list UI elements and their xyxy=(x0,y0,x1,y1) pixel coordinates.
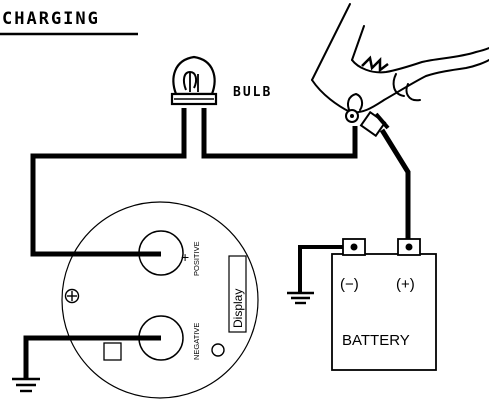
hand-icon xyxy=(311,3,489,114)
display-window xyxy=(228,255,247,333)
negative-label: NEGATIVE xyxy=(192,323,201,360)
battery-positive-terminal: (+) xyxy=(396,276,415,293)
square-pad xyxy=(103,342,122,361)
bulb-label: BULB xyxy=(233,85,272,100)
display-label: Display xyxy=(231,289,245,328)
positive-label: POSITIVE xyxy=(192,241,201,276)
page-title: CHARGING xyxy=(2,9,100,29)
battery-negative-post-dot xyxy=(350,243,358,251)
battery-body xyxy=(331,253,437,371)
battery-negative-terminal: (−) xyxy=(340,276,359,293)
clip-icon xyxy=(345,55,390,138)
wire-positive-to-bulb xyxy=(30,108,187,257)
wire-bulb-to-clip xyxy=(201,108,358,159)
battery-label: BATTERY xyxy=(342,332,410,349)
ground-icon-meter xyxy=(12,377,40,393)
meter-body xyxy=(61,201,259,399)
battery-positive-post-dot xyxy=(405,243,413,251)
ground-icon xyxy=(287,291,314,305)
positive-symbol: + xyxy=(181,249,189,265)
wire-negative-ground xyxy=(23,335,161,378)
screw-head-icon xyxy=(64,288,80,304)
led-icon xyxy=(211,343,225,357)
wire-clip-to-battery xyxy=(379,128,411,247)
bulb-icon xyxy=(170,55,218,106)
